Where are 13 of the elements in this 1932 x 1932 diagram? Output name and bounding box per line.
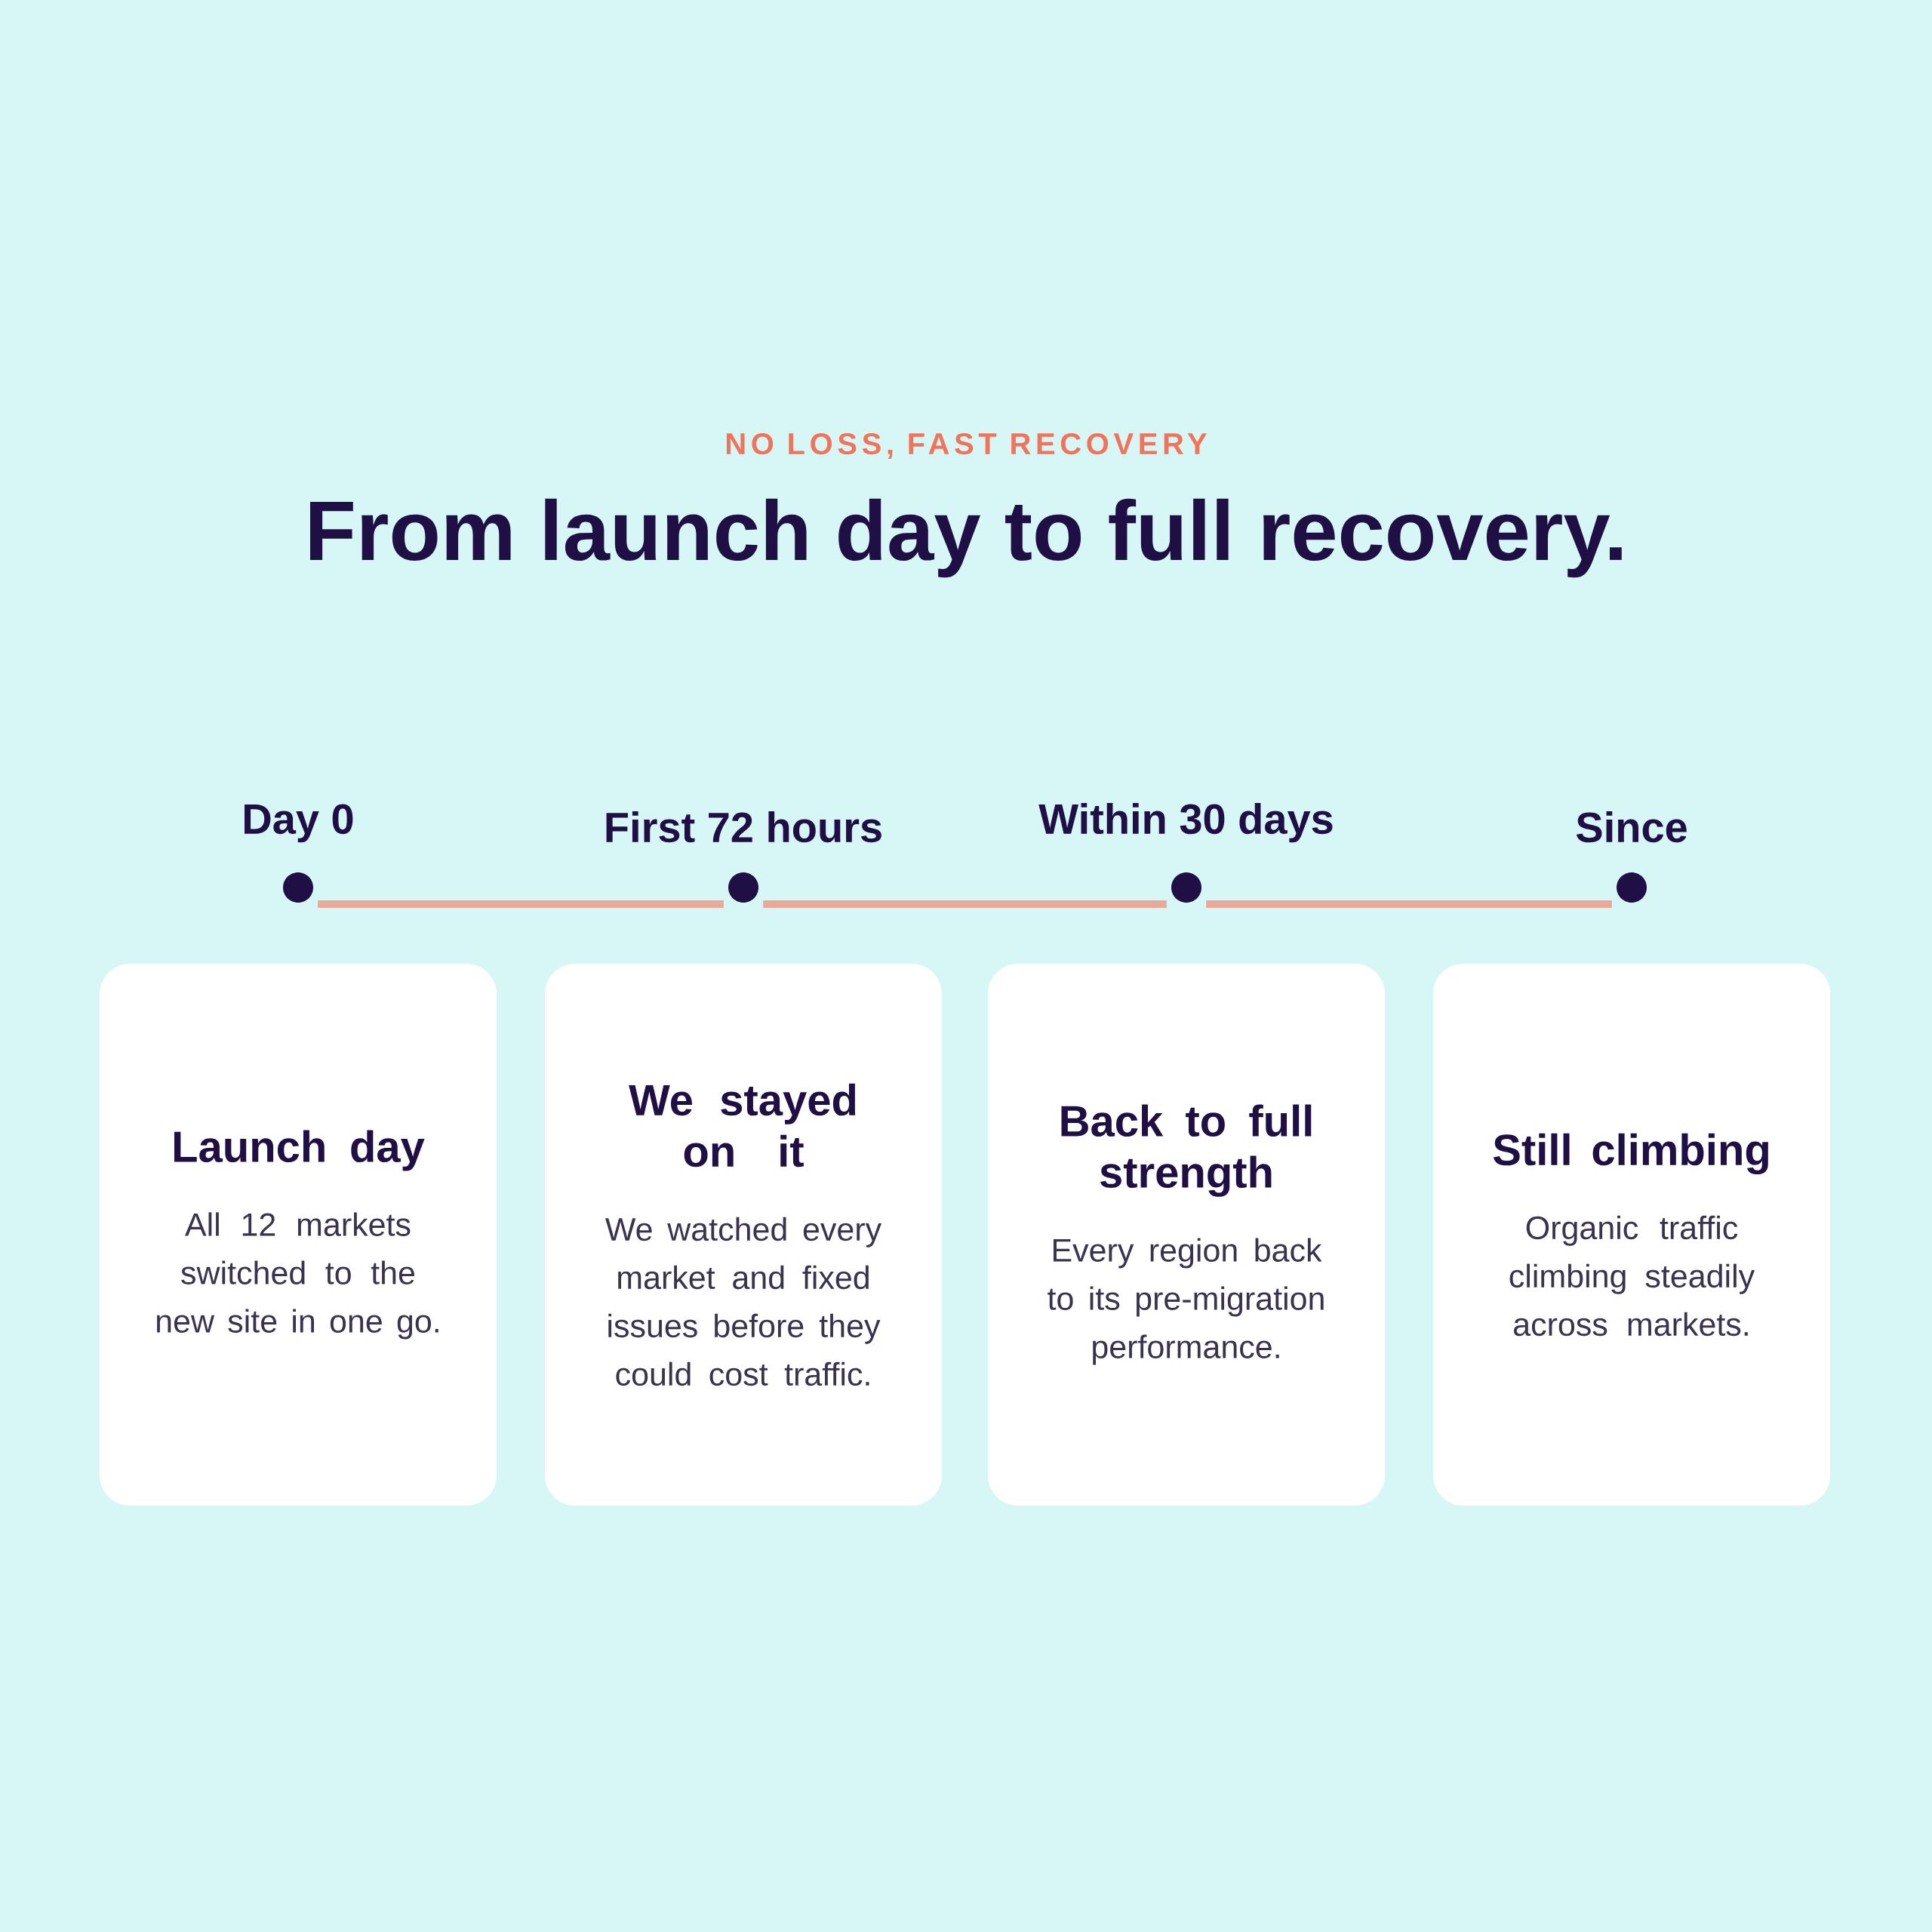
connector-line [1206, 900, 1612, 908]
card: Still climbing Organic traffic climbing steadily across markets. [1433, 964, 1831, 1506]
node-label: First 72 hours [606, 811, 881, 843]
connector-line [318, 900, 724, 908]
eyebrow-text: NO LOSS, FAST RECOVERY [727, 432, 1208, 460]
node-label: Since [1576, 811, 1687, 843]
card: We stayed on it We watched every market and fixed issues before they could cost traffic. [545, 964, 942, 1506]
node-label: Within 30 days [1038, 803, 1333, 843]
card: Launch day All 12 markets switched to the new site in one go. [100, 964, 497, 1506]
connector-line [763, 900, 1167, 908]
node-label: Day 0 [245, 804, 353, 843]
title: From launch day to full recovery. [310, 498, 1622, 578]
card: Back to full strength Every region back to its pre-migration performance. [988, 964, 1385, 1506]
